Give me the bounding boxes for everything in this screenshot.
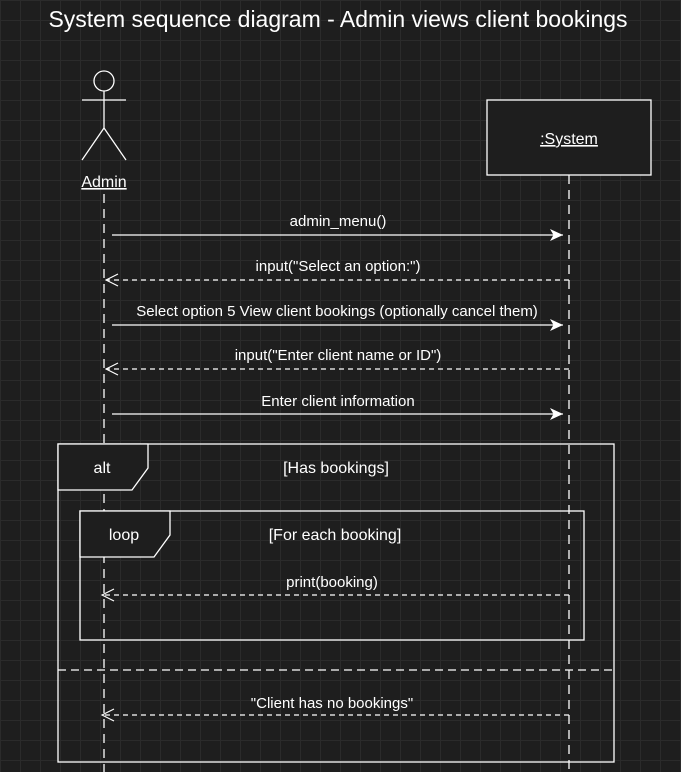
message-label: "Client has no bookings" bbox=[251, 695, 413, 712]
message-admin-menu[interactable]: admin_menu() bbox=[112, 213, 563, 241]
message-label: Select option 5 View client bookings (op… bbox=[136, 303, 538, 320]
alt-fragment-frame bbox=[57, 443, 615, 763]
stick-figure-actor-icon bbox=[81, 70, 127, 161]
system-participant-label: :System bbox=[540, 131, 598, 148]
alt-guard-condition: [Has bookings] bbox=[283, 460, 389, 477]
alt-fragment[interactable]: alt [Has bookings] bbox=[57, 443, 615, 763]
message-client-no-bookings[interactable]: "Client has no bookings" bbox=[102, 695, 569, 715]
loop-fragment[interactable]: loop [For each booking] bbox=[79, 510, 585, 641]
loop-fragment-frame bbox=[79, 510, 585, 641]
message-label: Enter client information bbox=[261, 393, 414, 410]
message-select-option-prompt[interactable]: input("Select an option:") bbox=[106, 258, 569, 280]
message-print-booking[interactable]: print(booking) bbox=[102, 574, 569, 595]
message-label: input("Select an option:") bbox=[256, 258, 421, 275]
message-label: admin_menu() bbox=[290, 213, 387, 230]
loop-operator-tab bbox=[79, 510, 171, 558]
loop-guard-condition: [For each booking] bbox=[269, 527, 402, 544]
message-enter-client-info[interactable]: Enter client information bbox=[112, 393, 563, 420]
loop-operator-label: loop bbox=[109, 527, 139, 544]
admin-actor[interactable]: Admin bbox=[81, 70, 127, 191]
message-select-option-5[interactable]: Select option 5 View client bookings (op… bbox=[112, 303, 563, 331]
admin-actor-label: Admin bbox=[81, 174, 126, 191]
system-participant[interactable]: :System bbox=[486, 99, 652, 176]
system-participant-box bbox=[486, 99, 652, 176]
alt-operator-tab bbox=[57, 443, 149, 491]
alt-operator-label: alt bbox=[94, 460, 111, 477]
message-label: input("Enter client name or ID") bbox=[235, 347, 442, 364]
message-client-name-prompt[interactable]: input("Enter client name or ID") bbox=[106, 347, 569, 369]
diagram-title: System sequence diagram - Admin views cl… bbox=[48, 6, 627, 32]
message-label: print(booking) bbox=[286, 574, 378, 591]
